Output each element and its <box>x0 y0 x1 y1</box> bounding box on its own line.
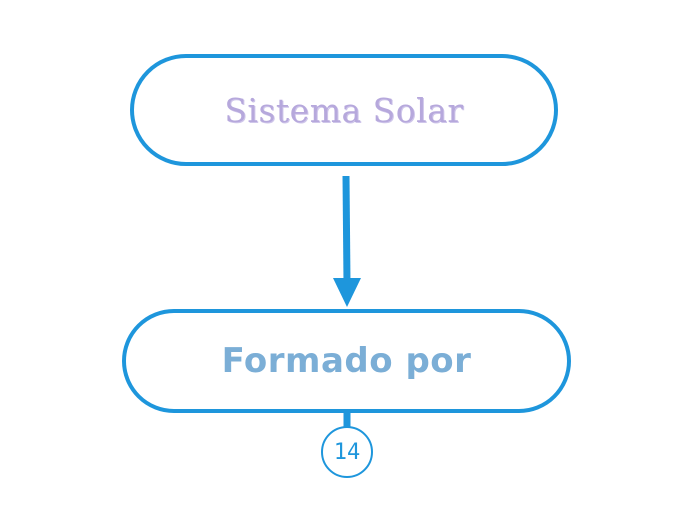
node-sistema-solar[interactable]: Sistema Solar <box>130 54 558 166</box>
arrow-shaft <box>342 175 351 284</box>
arrow-head <box>333 278 361 307</box>
children-count-badge[interactable]: 14 <box>321 426 373 478</box>
node-formado-por[interactable]: Formado por <box>122 309 571 413</box>
node-label: Sistema Solar <box>224 90 464 130</box>
children-count: 14 <box>333 439 361 465</box>
node-label: Formado por <box>221 341 472 381</box>
